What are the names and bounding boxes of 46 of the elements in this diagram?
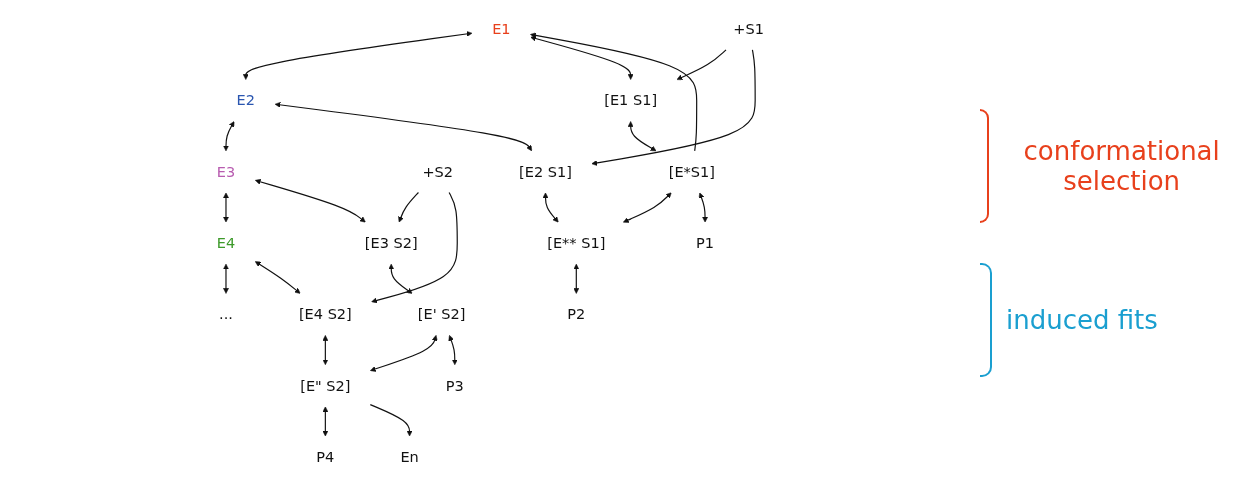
arrow (542, 192, 559, 222)
node-text: P1 (695, 234, 714, 251)
node-text: E3 (216, 162, 235, 180)
arrow (698, 191, 708, 222)
node-text: +S1 (732, 20, 764, 37)
annotation-text: induced fits (1006, 304, 1158, 335)
node-text: [E2 S1] (518, 162, 572, 180)
node-text: E1 (491, 20, 511, 37)
arrow (676, 48, 727, 80)
arrow (371, 191, 458, 303)
arrow (397, 191, 419, 222)
arrow (369, 403, 413, 436)
arrow (591, 48, 756, 166)
arrow (322, 334, 328, 365)
arrow (222, 120, 235, 151)
node-text: E2 (236, 91, 255, 109)
arrow (622, 191, 672, 223)
node-text: [E4 S2] (298, 305, 352, 323)
arrow (242, 30, 472, 80)
node-text: [E1 S1] (603, 91, 657, 109)
node-text: [E** S1] (546, 234, 606, 251)
node-text: [E" S2] (299, 376, 351, 394)
node-text: P4 (316, 448, 335, 465)
arrow (369, 334, 438, 372)
arrow (388, 263, 413, 294)
node-text: P3 (445, 376, 464, 394)
node-text: [E*S1] (668, 162, 715, 180)
arrow (274, 101, 532, 151)
arrow (222, 192, 229, 222)
arrow (222, 263, 229, 294)
node-text: [E' S2] (417, 305, 466, 323)
arrow (627, 120, 657, 151)
arrow (529, 31, 697, 151)
node-text: ... (218, 305, 233, 323)
node-text: En (400, 448, 419, 465)
node-text: +S2 (422, 162, 453, 180)
node-text: [E3 S2] (364, 234, 418, 251)
node-text: P2 (566, 305, 585, 323)
arrow (254, 260, 301, 294)
annotation-text: conformational selection (1022, 135, 1221, 196)
arrow (573, 263, 579, 294)
node-text: E4 (216, 234, 235, 251)
arrow (530, 35, 634, 80)
arrow (448, 334, 458, 365)
arrow (254, 178, 366, 222)
arrow (322, 405, 328, 436)
